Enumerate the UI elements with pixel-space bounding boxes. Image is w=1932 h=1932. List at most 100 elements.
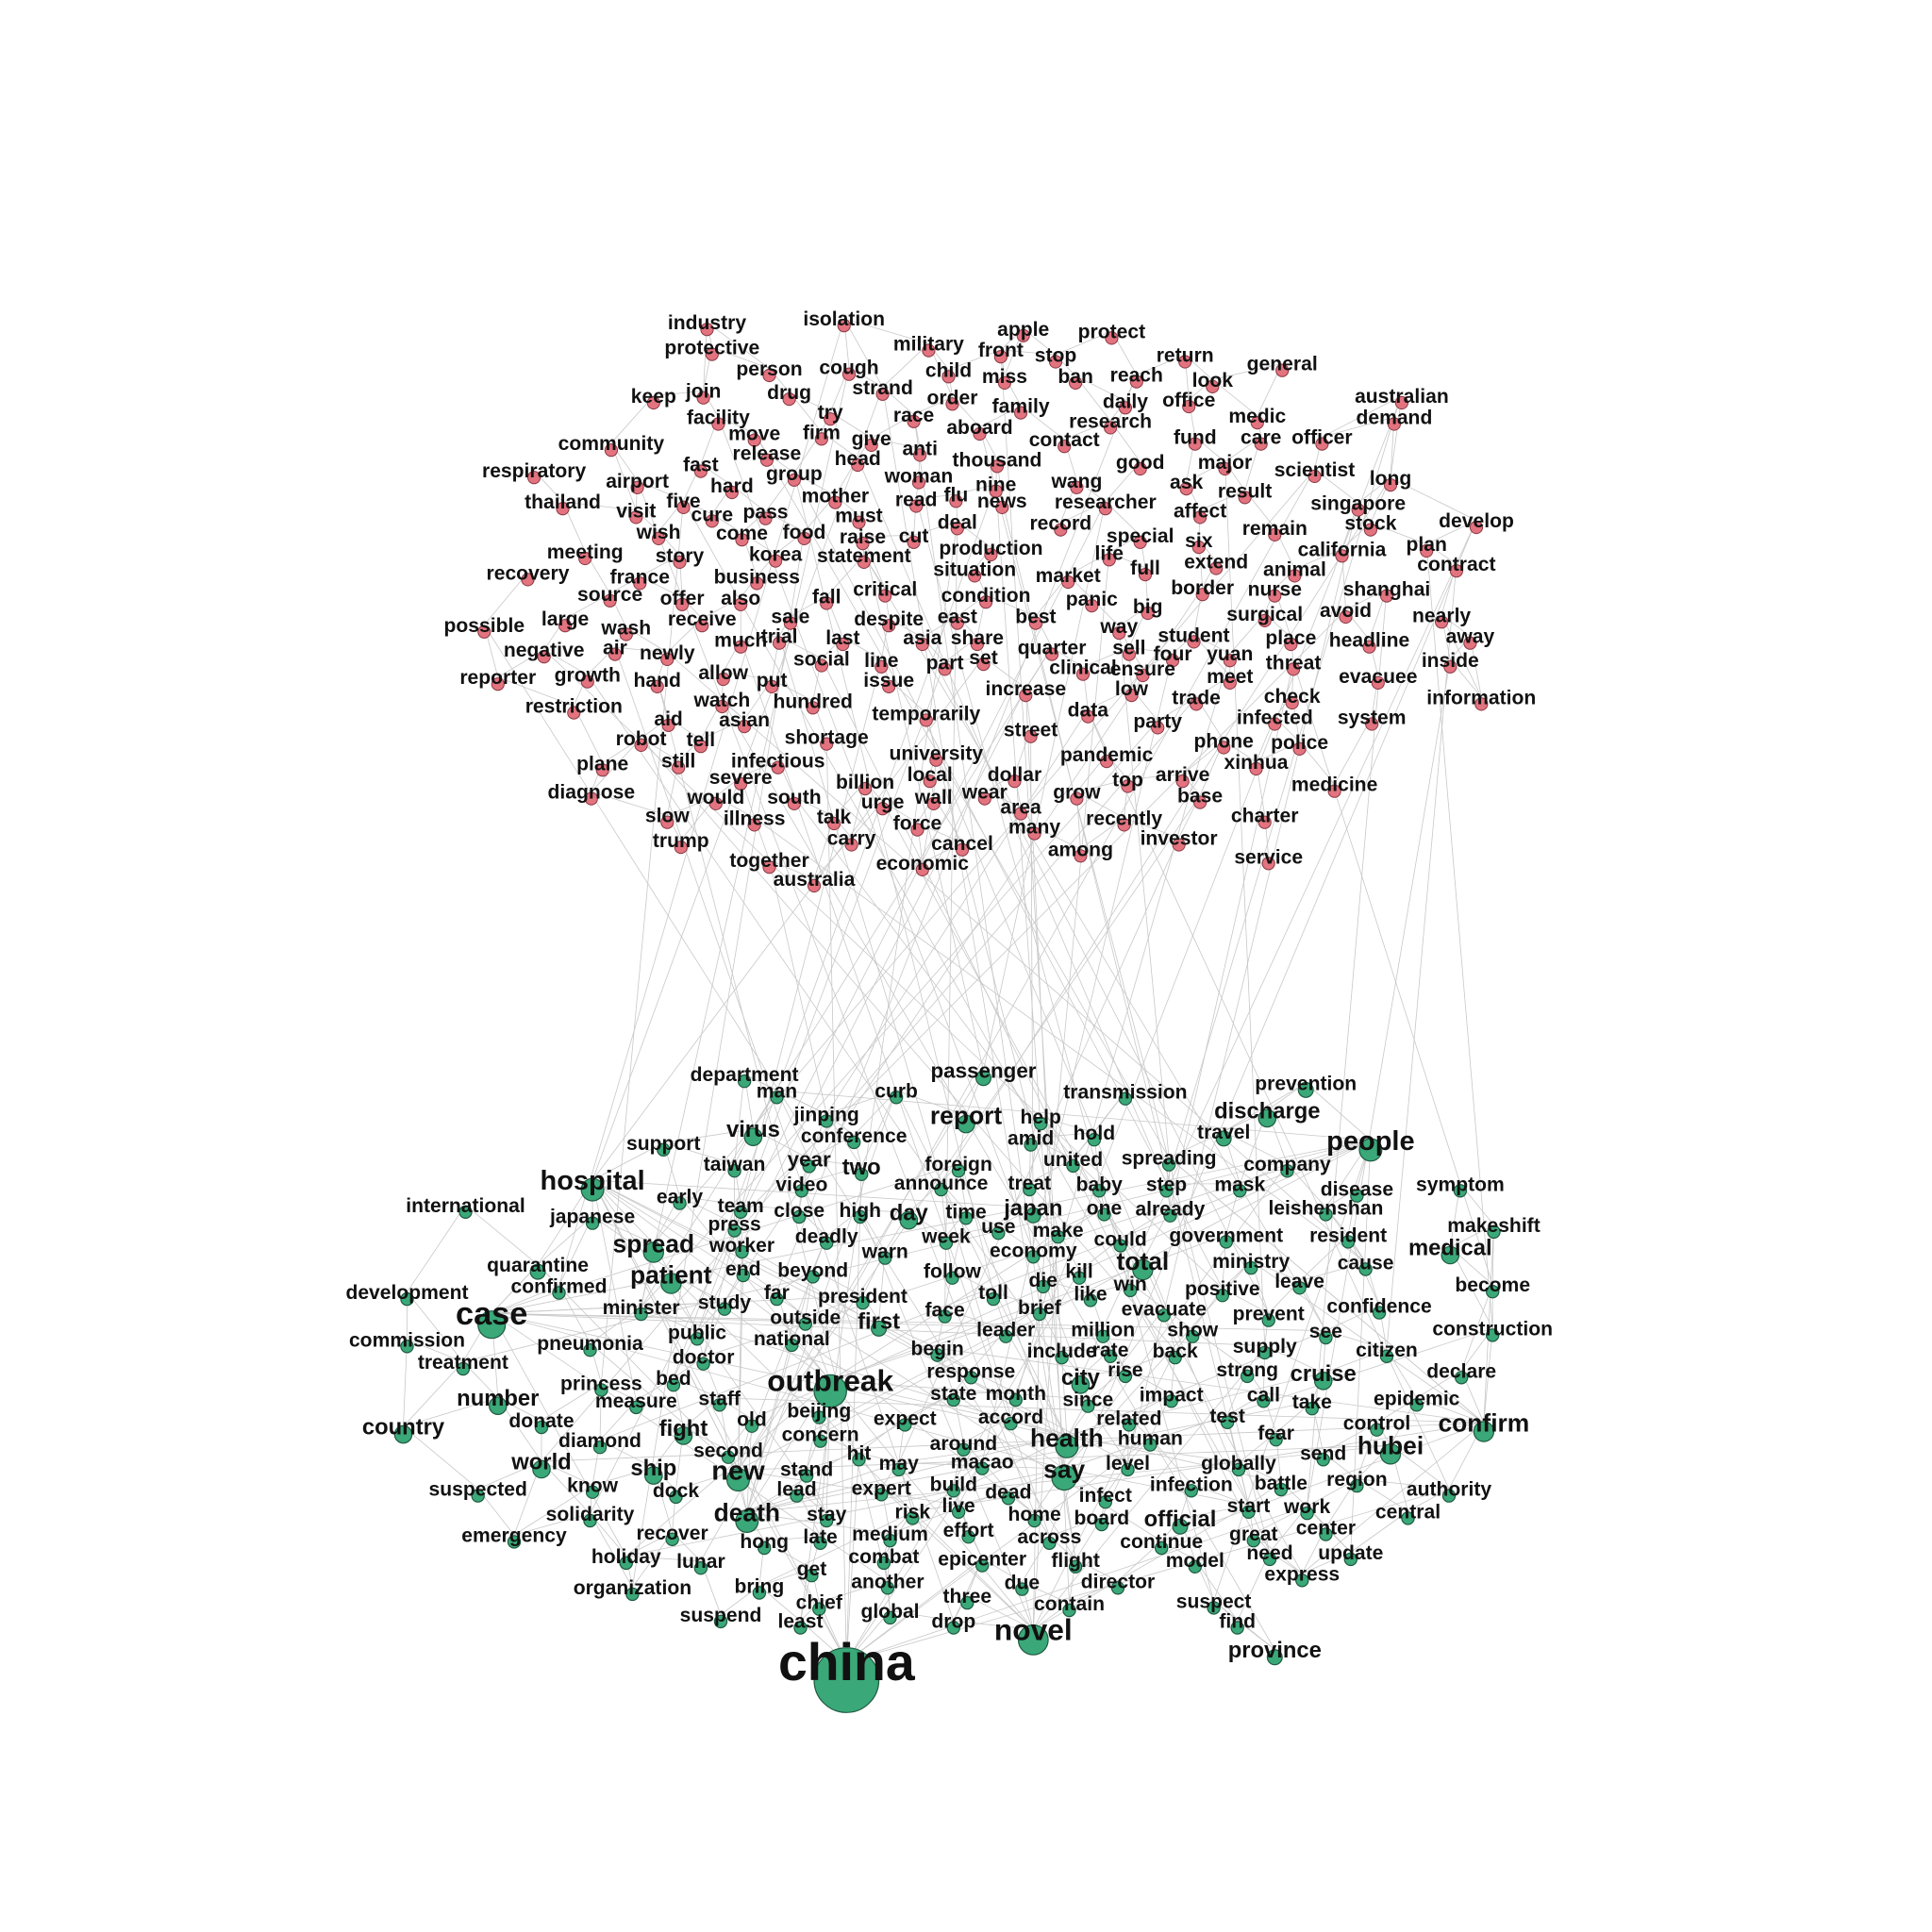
label-epicenter: epicenter: [938, 1549, 1026, 1571]
edge: [558, 1216, 593, 1287]
edge: [898, 837, 1179, 1463]
label-stay: stay: [807, 1504, 846, 1525]
label-front: front: [978, 340, 1024, 361]
node-information: [1474, 697, 1489, 711]
edge: [1194, 1559, 1239, 1622]
edge: [895, 1090, 967, 1116]
node-firm: [814, 432, 829, 446]
label-drop: drop: [931, 1611, 975, 1633]
label-read: read: [895, 490, 938, 511]
label-jinping: jinping: [793, 1104, 859, 1125]
label-recovery: recovery: [487, 562, 570, 584]
label-make: make: [1033, 1220, 1084, 1241]
edge: [683, 500, 1249, 1506]
label-business: business: [714, 566, 800, 588]
edge: [967, 1595, 1034, 1630]
edge: [1066, 1330, 1326, 1439]
edge: [846, 1557, 983, 1662]
node-ministry: [1243, 1260, 1258, 1275]
label-nearly: nearly: [1412, 605, 1471, 626]
label-carry: carry: [827, 828, 876, 850]
node-share: [970, 637, 985, 652]
node-treatment: [456, 1361, 471, 1376]
node-medium: [883, 1533, 897, 1548]
node-two: [855, 1167, 869, 1182]
label-early: early: [657, 1187, 704, 1208]
edge: [640, 555, 680, 577]
node-group: [787, 473, 802, 487]
edge: [820, 1140, 1372, 1435]
node-month: [1008, 1392, 1024, 1407]
edge: [707, 322, 770, 369]
edge: [944, 1308, 1007, 1330]
label-leader: leader: [976, 1320, 1035, 1341]
edge: [513, 1513, 591, 1536]
edge: [673, 688, 1026, 1378]
label-aid: aid: [654, 708, 682, 730]
node-drop: [946, 1621, 961, 1635]
edge: [859, 1209, 1034, 1630]
node-rate: [1103, 1349, 1118, 1364]
label-research: research: [1069, 410, 1152, 432]
label-cause: cause: [1338, 1253, 1394, 1274]
edge: [1253, 1533, 1303, 1574]
node-confirm: [1473, 1421, 1495, 1442]
node-prevent: [1261, 1313, 1275, 1327]
node-accord: [1004, 1416, 1018, 1431]
edge: [981, 1557, 1023, 1583]
label-lunar: lunar: [676, 1551, 725, 1573]
edge: [830, 1292, 1091, 1381]
label-wang: wang: [1050, 471, 1102, 492]
node-panic: [1085, 599, 1099, 613]
edge: [734, 609, 1346, 1224]
label-number: number: [457, 1386, 539, 1411]
label-australian: australian: [1355, 386, 1449, 408]
edge: [591, 1215, 654, 1244]
label-announce: announce: [894, 1173, 989, 1194]
node-begin: [930, 1348, 944, 1362]
edge: [958, 1491, 1009, 1506]
node-team: [734, 1205, 748, 1220]
label-reach: reach: [1110, 365, 1163, 387]
label-hong: hong: [740, 1531, 789, 1553]
node-california: [1335, 549, 1349, 563]
edge: [1307, 589, 1388, 1507]
label-ban: ban: [1058, 366, 1093, 388]
node-pandemic: [1100, 755, 1114, 769]
label-cough: cough: [819, 358, 878, 379]
edge: [1323, 1444, 1391, 1454]
label-live: live: [942, 1495, 975, 1517]
edge: [1029, 1158, 1074, 1183]
label-week: week: [921, 1226, 971, 1248]
label-full: full: [1130, 558, 1160, 579]
node-diagnose: [584, 791, 598, 806]
edge: [778, 636, 1011, 1417]
label-company: company: [1243, 1154, 1331, 1175]
label-national: national: [754, 1328, 830, 1350]
node-far: [770, 1291, 784, 1307]
label-six: six: [1185, 530, 1213, 552]
node-year: [802, 1159, 816, 1174]
label-world: world: [510, 1450, 571, 1475]
label-use: use: [981, 1216, 1016, 1238]
node-positive: [1215, 1288, 1230, 1303]
node-say: [1051, 1464, 1077, 1491]
edge: [632, 1532, 673, 1588]
edge: [882, 387, 1076, 1560]
edge: [1238, 1462, 1282, 1483]
label-together: together: [729, 850, 808, 872]
edge: [1237, 1552, 1271, 1622]
label-second: second: [693, 1441, 763, 1462]
edge: [625, 1468, 1065, 1557]
label-share: share: [951, 627, 1005, 649]
node-east: [950, 616, 964, 630]
label-place: place: [1265, 627, 1316, 649]
node-possible: [477, 625, 491, 639]
edge: [995, 484, 1065, 1470]
edge: [764, 1536, 821, 1541]
edge: [1168, 1131, 1224, 1158]
node-could: [1113, 1239, 1127, 1253]
node-one: [1097, 1208, 1111, 1222]
edge: [746, 1269, 814, 1513]
label-spread: spread: [613, 1230, 695, 1258]
